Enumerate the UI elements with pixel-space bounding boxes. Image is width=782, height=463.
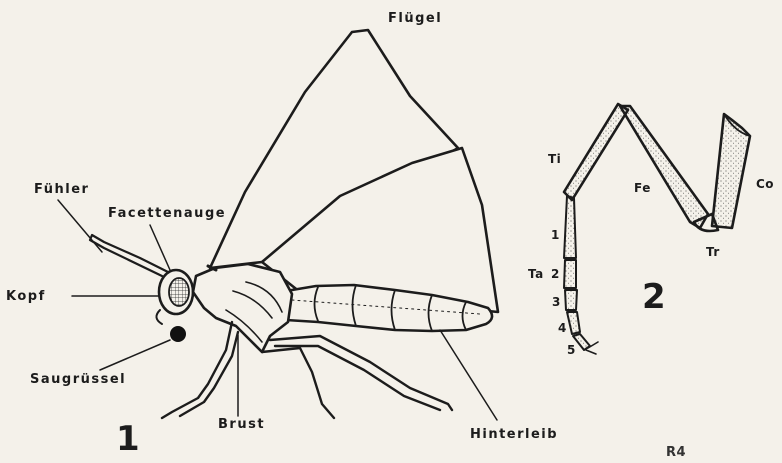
- tarsus-segment-2: 2: [551, 268, 560, 280]
- tarsus-segment-5: 5: [567, 344, 576, 356]
- proboscis-coil: [170, 326, 186, 342]
- label-fluegel: Flügel: [388, 12, 442, 25]
- label-fe: Fe: [634, 182, 651, 194]
- figure-number-1: 1: [116, 422, 140, 456]
- antenna: [90, 235, 168, 276]
- label-tr: Tr: [706, 246, 720, 258]
- figure-number-2: 2: [642, 280, 666, 314]
- plate-code: R4: [666, 446, 686, 459]
- tarsus-segment-3: 3: [552, 296, 561, 308]
- tarsus-segment-4: 4: [558, 322, 567, 334]
- tibia: [564, 104, 628, 200]
- label-brust: Brust: [218, 418, 265, 431]
- label-fuehler: Fühler: [34, 183, 89, 196]
- label-hinterleib: Hinterleib: [470, 428, 558, 441]
- tarsus: [564, 196, 598, 354]
- label-saugruessel: Saugrüssel: [30, 373, 126, 386]
- label-co: Co: [756, 178, 774, 190]
- label-facettenauge: Facettenauge: [108, 207, 226, 220]
- label-kopf: Kopf: [6, 290, 46, 303]
- legs: [162, 322, 452, 418]
- head: [156, 270, 193, 324]
- label-ti: Ti: [548, 153, 561, 165]
- coxa: [712, 114, 750, 228]
- tarsus-segment-1: 1: [551, 229, 560, 241]
- femur: [620, 106, 708, 228]
- label-ta: Ta: [528, 268, 544, 280]
